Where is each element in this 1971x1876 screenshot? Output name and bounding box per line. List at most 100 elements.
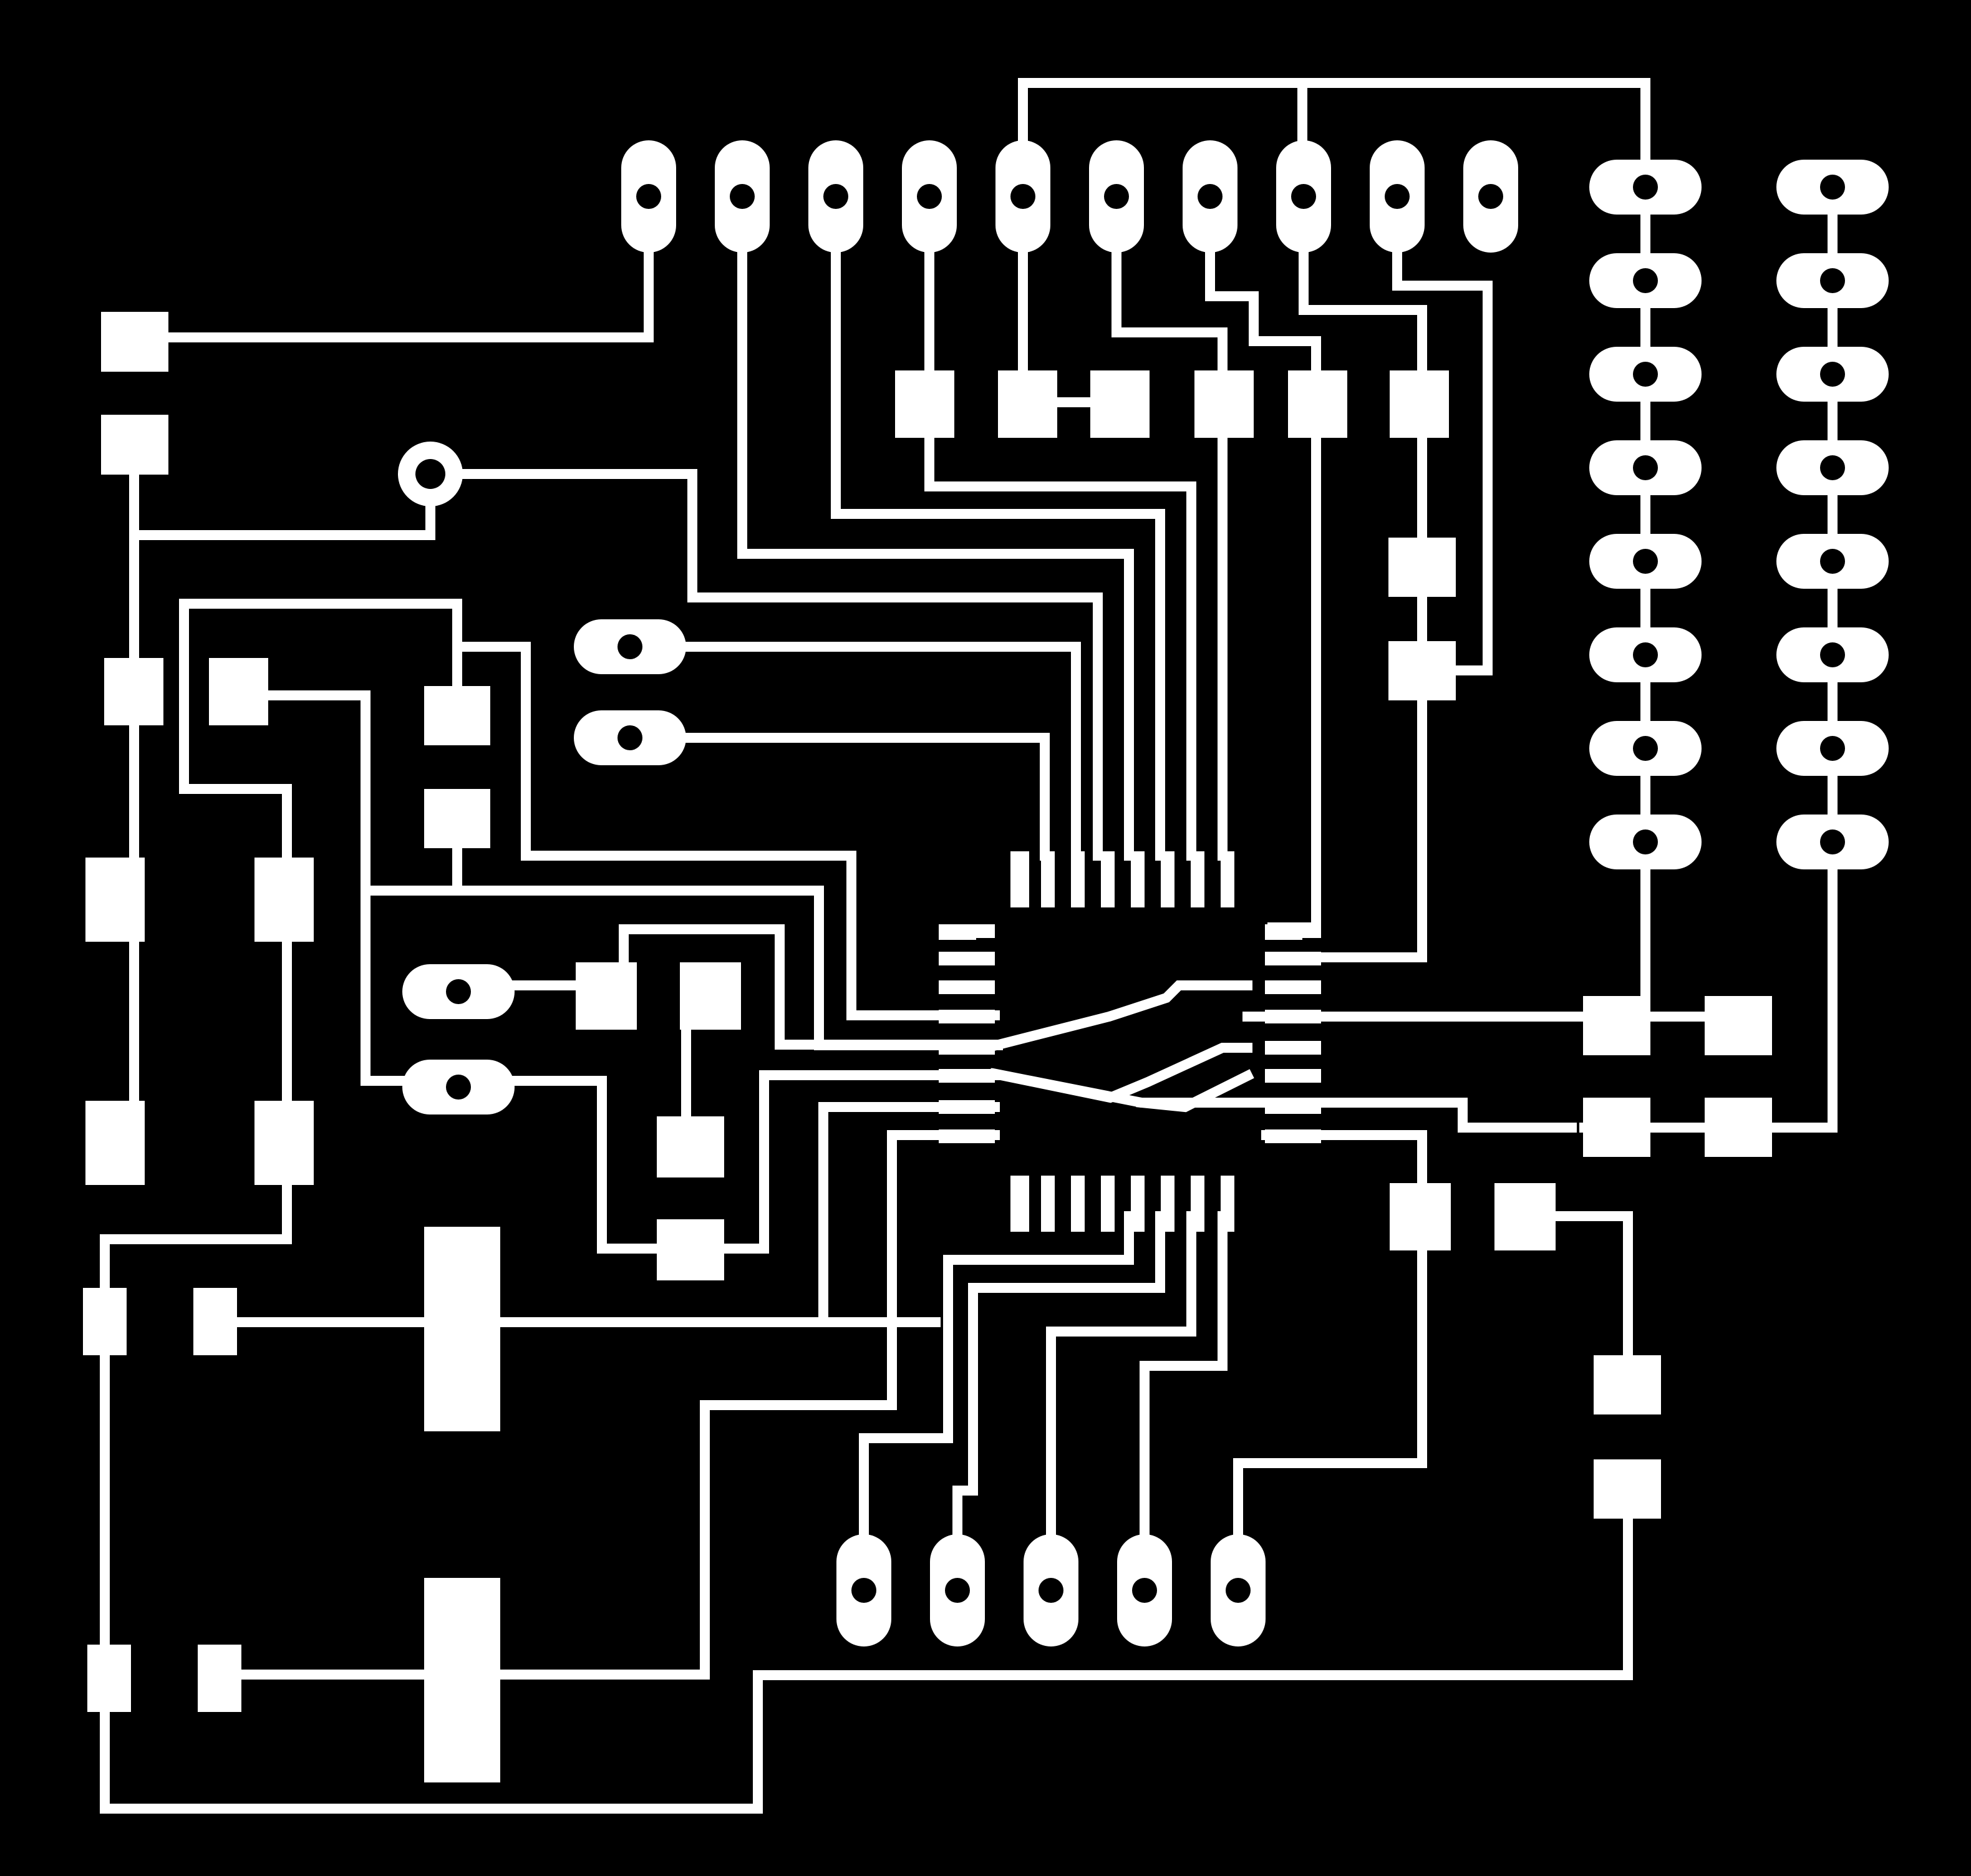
smd-pad xyxy=(576,962,637,1030)
copper-trace xyxy=(818,1102,1000,1327)
drill-hole xyxy=(1291,184,1316,209)
smd-pad xyxy=(254,858,314,942)
copper-trace xyxy=(990,1068,1577,1133)
drill-hole xyxy=(617,725,642,750)
drill-hole xyxy=(1633,455,1658,480)
smd-pad xyxy=(1010,851,1029,889)
copper-trace xyxy=(1267,244,1427,962)
drill-hole xyxy=(1820,268,1845,293)
drill-hole xyxy=(1132,1578,1157,1603)
copper-trace xyxy=(142,244,654,342)
smd-pad xyxy=(1705,996,1772,1055)
through-hole-pads xyxy=(398,140,1889,1646)
smd-pad xyxy=(1705,1098,1772,1157)
smd-pad xyxy=(1071,1176,1085,1232)
smd-pad xyxy=(1265,1100,1321,1114)
smd-pad xyxy=(939,952,995,965)
smd-pad xyxy=(1161,1176,1174,1232)
smd-pad xyxy=(680,962,741,1030)
copper-trace xyxy=(613,642,1081,861)
drill-hole xyxy=(1633,268,1658,293)
smd-pad xyxy=(1494,1183,1556,1250)
smd-pad xyxy=(87,1645,131,1712)
drill-hole xyxy=(851,1578,876,1603)
copper-trace xyxy=(1046,1211,1196,1539)
drill-hole xyxy=(1039,1578,1063,1603)
drill-hole xyxy=(1820,362,1845,387)
smd-pad xyxy=(1594,1459,1661,1519)
copper-trace xyxy=(613,733,1050,861)
smd-pad xyxy=(939,1069,995,1083)
smd-pad xyxy=(1221,1176,1234,1232)
smd-pad xyxy=(939,1010,995,1023)
smd-pad xyxy=(424,789,490,848)
smd-pad xyxy=(1265,1069,1321,1083)
smd-pad xyxy=(939,926,976,940)
drill-hole xyxy=(730,184,755,209)
drill-hole xyxy=(1820,175,1845,200)
copper-trace xyxy=(1140,1211,1228,1539)
smd-pad xyxy=(1041,851,1055,907)
smd-pad xyxy=(254,1101,314,1185)
copper-trace xyxy=(859,1211,1134,1539)
smd-pad xyxy=(85,1101,145,1185)
smd-pad xyxy=(83,1288,127,1355)
drill-hole xyxy=(1633,736,1658,761)
smd-pad xyxy=(1594,1355,1661,1414)
smd-pad xyxy=(101,312,168,372)
smd-pad xyxy=(1041,1176,1055,1232)
drill-hole xyxy=(1820,642,1845,667)
drill-hole xyxy=(446,979,471,1004)
copper-trace xyxy=(1766,831,1838,1133)
drill-hole xyxy=(1478,184,1503,209)
drill-hole xyxy=(1104,184,1129,209)
drill-hole xyxy=(415,459,445,489)
copper-trace xyxy=(952,1211,1165,1539)
drill-hole xyxy=(1633,175,1658,200)
smd-pad xyxy=(1090,370,1150,438)
smd-pad xyxy=(1131,1176,1145,1232)
smd-pad xyxy=(998,370,1057,438)
copper-trace xyxy=(1392,244,1493,675)
smd-pad xyxy=(1010,1176,1029,1213)
smd-pad xyxy=(657,1116,724,1177)
smd-pad xyxy=(1101,1176,1115,1232)
smd-pad xyxy=(1071,851,1085,907)
smd-pad xyxy=(424,1227,500,1431)
smd-pad xyxy=(1265,1010,1321,1023)
smd-pad xyxy=(85,858,145,942)
drill-hole xyxy=(1633,549,1658,574)
copper-trace xyxy=(1136,1069,1254,1113)
smd-pad xyxy=(1265,1041,1321,1055)
smd-pad xyxy=(1388,641,1456,700)
copper-trace xyxy=(494,1130,1000,1680)
smd-pad xyxy=(1265,1129,1321,1143)
copper-trace xyxy=(425,469,1103,861)
copper-trace xyxy=(831,244,1165,861)
smd-pad xyxy=(1390,370,1449,438)
drill-hole xyxy=(1633,829,1658,854)
drill-hole xyxy=(1820,736,1845,761)
drill-hole xyxy=(1385,184,1410,209)
smd-pad xyxy=(1221,851,1234,907)
smd-pad xyxy=(1191,1176,1204,1232)
smd-pad xyxy=(1265,952,1321,965)
copper-trace xyxy=(179,599,292,1146)
drill-hole xyxy=(1820,455,1845,480)
copper-trace xyxy=(924,244,1196,861)
smd-pad xyxy=(1265,926,1302,940)
smd-pad xyxy=(1101,851,1115,907)
copper-trace xyxy=(737,244,1134,861)
smd-pad xyxy=(1583,996,1650,1055)
smd-pads xyxy=(83,312,1772,1782)
drill-hole xyxy=(1198,184,1223,209)
smd-pad xyxy=(1131,851,1145,907)
drill-hole xyxy=(1633,642,1658,667)
drill-hole xyxy=(617,634,642,659)
drill-hole xyxy=(1010,184,1035,209)
copper-trace xyxy=(100,1317,1633,1814)
smd-pad xyxy=(1194,370,1254,438)
smd-pad xyxy=(939,1041,995,1055)
smd-pad xyxy=(1161,851,1174,907)
